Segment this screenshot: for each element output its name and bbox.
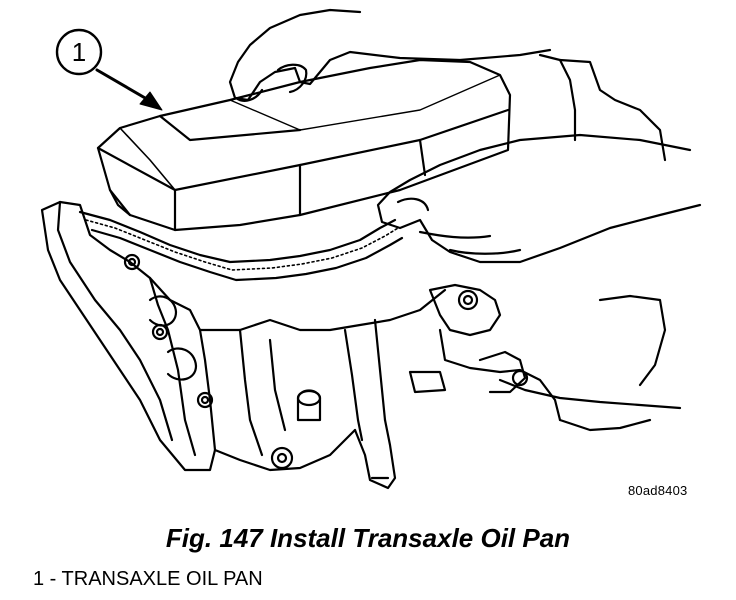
arrow-head-icon bbox=[139, 91, 163, 111]
image-code: 80ad8403 bbox=[628, 483, 688, 498]
legend-item: 1 - TRANSAXLE OIL PAN bbox=[33, 568, 263, 590]
pan-gasket bbox=[78, 210, 404, 282]
transaxle-oil-pan bbox=[96, 58, 512, 232]
callout-1: 1 bbox=[55, 28, 163, 111]
figure-caption: Fig. 147 Install Transaxle Oil Pan bbox=[165, 523, 571, 553]
oil-pan-illustration: 1 bbox=[40, 8, 702, 490]
hand-top bbox=[228, 8, 552, 102]
transaxle-case bbox=[40, 53, 682, 490]
hand-right bbox=[376, 133, 702, 264]
callout-number: 1 bbox=[72, 37, 86, 67]
